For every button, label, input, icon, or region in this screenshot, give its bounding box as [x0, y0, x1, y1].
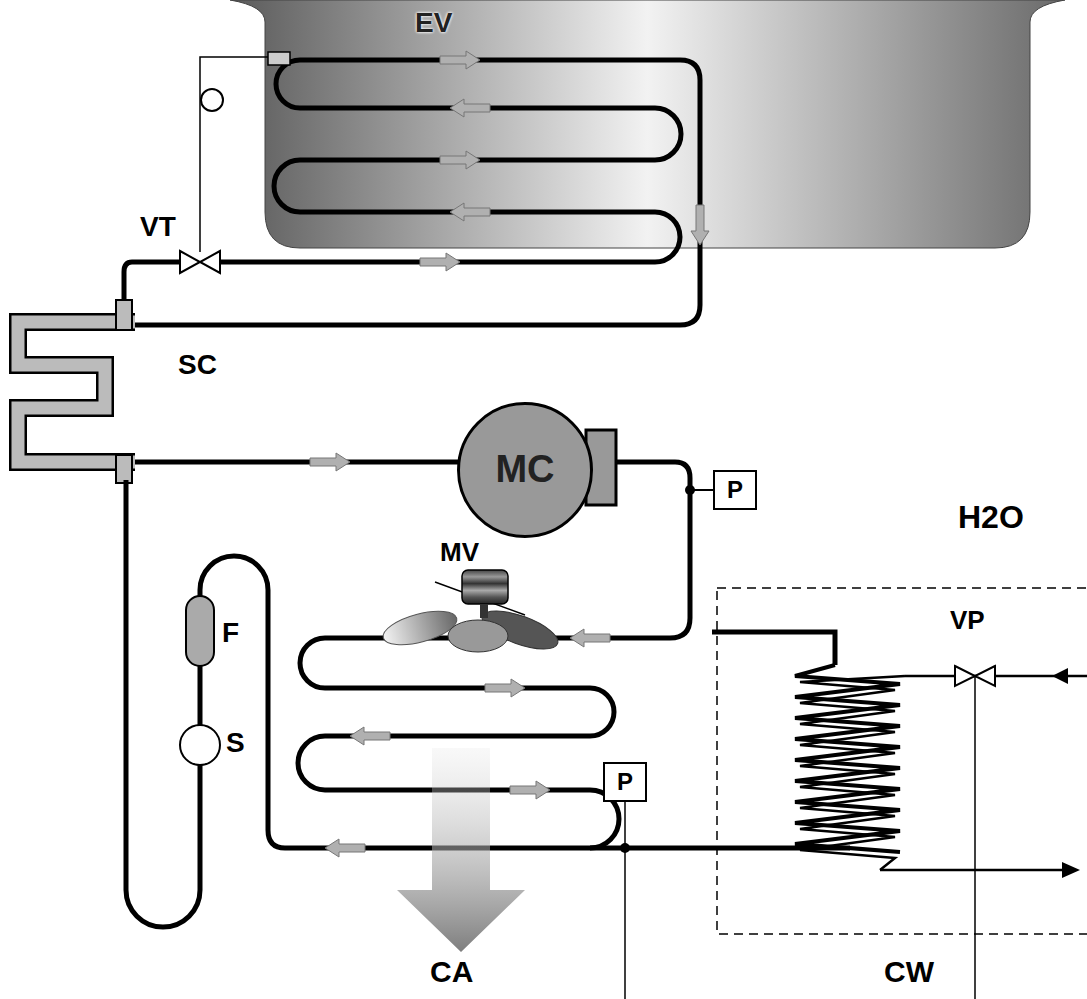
suction-heat-exchanger-fill [18, 322, 135, 462]
node-label: P [727, 477, 743, 503]
junction-dot [685, 485, 695, 495]
part-label: H2O [958, 500, 1024, 535]
node-label: MC [495, 449, 554, 491]
part-label: VP [950, 606, 985, 635]
water-condenser-coil [795, 665, 905, 870]
flow-arrow [450, 99, 490, 117]
water-section-boundary [717, 588, 1087, 934]
part-label: S [226, 728, 245, 759]
flow-arrows [310, 51, 709, 857]
part-label: VT [140, 212, 176, 243]
water-condenser-inlet [712, 632, 835, 665]
expansion-valve [180, 251, 220, 273]
evaporator: EV [265, 8, 1030, 248]
part-label: MV [440, 538, 479, 567]
flow-arrow [570, 629, 610, 647]
flow-arrow [510, 781, 550, 799]
air-flow-arrow [397, 748, 525, 952]
capillary [200, 57, 268, 252]
tee [116, 300, 132, 330]
sight-glass [180, 725, 220, 765]
water-outlet-head [1062, 862, 1080, 878]
node-label: EV [415, 8, 452, 39]
node-label: P [617, 769, 633, 795]
flow-arrow [440, 51, 480, 69]
flow-arrow [440, 151, 480, 169]
valve-stem [974, 676, 976, 999]
pressure-valve [955, 666, 995, 686]
part-label: CW [884, 955, 934, 988]
flow-arrow [420, 253, 460, 271]
compressor: MC [457, 402, 593, 538]
suction-heat-exchanger [18, 322, 135, 462]
filter-drier [186, 596, 214, 666]
condenser-fan [380, 570, 563, 657]
part-label: SC [178, 350, 217, 381]
condenser-coil [126, 462, 690, 927]
part-label: CA [430, 955, 473, 988]
water-winding [800, 676, 905, 870]
water-inlet-head [1052, 668, 1068, 684]
flow-arrow [310, 453, 350, 471]
flow-arrow [691, 205, 709, 245]
suction-line [135, 460, 460, 465]
flow-arrow [350, 727, 390, 745]
pressure-tap [624, 802, 626, 999]
pressure-switch: P [713, 470, 757, 510]
tee [116, 455, 132, 483]
evaporator-coil [135, 60, 700, 325]
capillary-bulb [201, 89, 223, 111]
flow-arrow [450, 203, 490, 221]
flow-arrow [485, 679, 525, 697]
part-label: F [222, 618, 239, 649]
pressure-switch: P [603, 762, 647, 802]
liquid-line [124, 262, 182, 305]
sensing-bulb [268, 52, 290, 65]
flow-arrow [325, 839, 365, 857]
